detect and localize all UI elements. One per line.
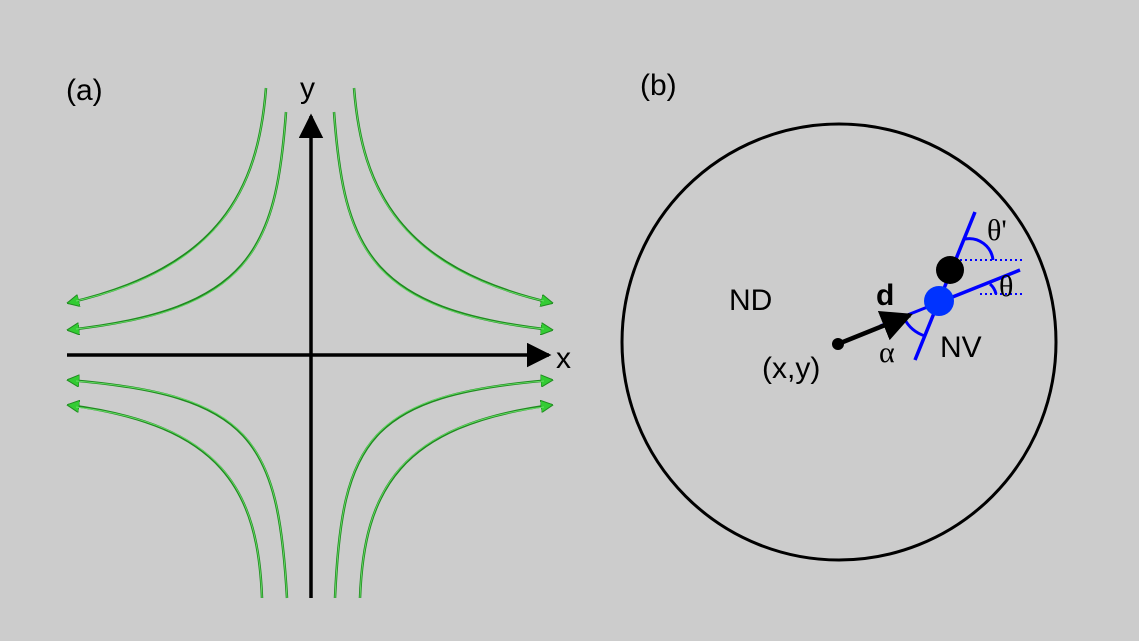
field-line-bottom-left-inner [68,380,289,599]
field-line-bottom-right-inner [333,380,552,599]
alpha-arc [902,317,926,338]
field-line-top-right-inner [332,111,552,330]
panel-b: (b) ND d (x,y) α NV θ θ' [620,69,1058,562]
theta-arc [988,282,998,295]
theta-prime-arc [964,237,995,261]
displacement-vector [837,310,913,347]
nanodiamond-circle [620,122,1058,562]
position-point [832,338,844,350]
x-axis-label: x [556,342,571,375]
nv-center-dot [924,286,954,316]
position-label: (x,y) [762,352,820,385]
theta-prime-label: θ' [987,214,1007,247]
panel-a: (a) [66,72,571,599]
alpha-label: α [879,336,895,369]
y-axis-label: y [300,72,315,105]
field-line-bottom-right-outer [358,405,552,599]
panel-a-label: (a) [66,74,103,107]
field-line-bottom-left-outer [68,405,264,599]
theta-label: θ [999,270,1013,303]
panel-b-label: (b) [640,69,677,102]
vacancy-dot [936,256,964,284]
nv-label: NV [940,331,982,364]
field-line-top-left-inner [68,111,288,330]
d-label: d [876,279,894,312]
nd-label: ND [729,284,772,317]
